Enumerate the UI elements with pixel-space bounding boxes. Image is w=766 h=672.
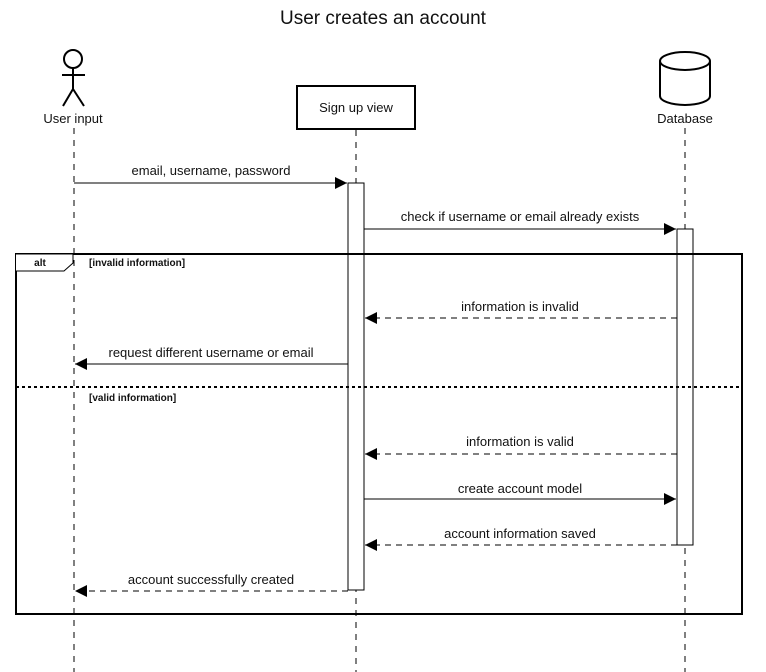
fragment-operator-label: alt bbox=[34, 258, 46, 269]
participant-label-db: Database bbox=[657, 111, 713, 126]
fragment-operator-tab bbox=[16, 253, 74, 272]
message-label: information is invalid bbox=[461, 299, 579, 314]
message-label: create account model bbox=[458, 481, 582, 496]
message-6: create account model bbox=[364, 481, 676, 505]
actor-stick-figure-icon bbox=[62, 49, 85, 107]
message-label: check if username or email already exist… bbox=[401, 209, 640, 224]
participant-view: Sign up view bbox=[296, 85, 416, 130]
message-label: request different username or email bbox=[109, 345, 314, 360]
activation-bar-view bbox=[347, 182, 365, 591]
message-label: account successfully created bbox=[128, 572, 294, 587]
participant-user: User input bbox=[43, 49, 103, 126]
message-5: information is valid bbox=[365, 434, 677, 460]
alt-fragment: alt [invalid information] [valid informa… bbox=[15, 253, 743, 615]
message-8: account successfully created bbox=[75, 572, 348, 597]
diagram-title: User creates an account bbox=[280, 8, 487, 29]
participant-label-view: Sign up view bbox=[319, 100, 393, 115]
message-7: account information saved bbox=[365, 526, 677, 551]
fragment-guard-valid: [valid information] bbox=[89, 393, 176, 404]
message-2: check if username or email already exist… bbox=[364, 209, 676, 235]
message-1: email, username, password bbox=[74, 163, 347, 189]
message-3: information is invalid bbox=[365, 299, 677, 324]
message-4: request different username or email bbox=[75, 345, 348, 370]
database-cylinder-icon bbox=[659, 51, 711, 106]
fragment-frame bbox=[15, 253, 743, 615]
fragment-guard-invalid: [invalid information] bbox=[89, 258, 185, 269]
participant-box bbox=[296, 85, 416, 130]
message-label: information is valid bbox=[466, 434, 574, 449]
participant-label-user: User input bbox=[43, 111, 103, 126]
participant-db: Database bbox=[657, 51, 713, 126]
message-label: email, username, password bbox=[132, 163, 291, 178]
message-label: account information saved bbox=[444, 526, 596, 541]
